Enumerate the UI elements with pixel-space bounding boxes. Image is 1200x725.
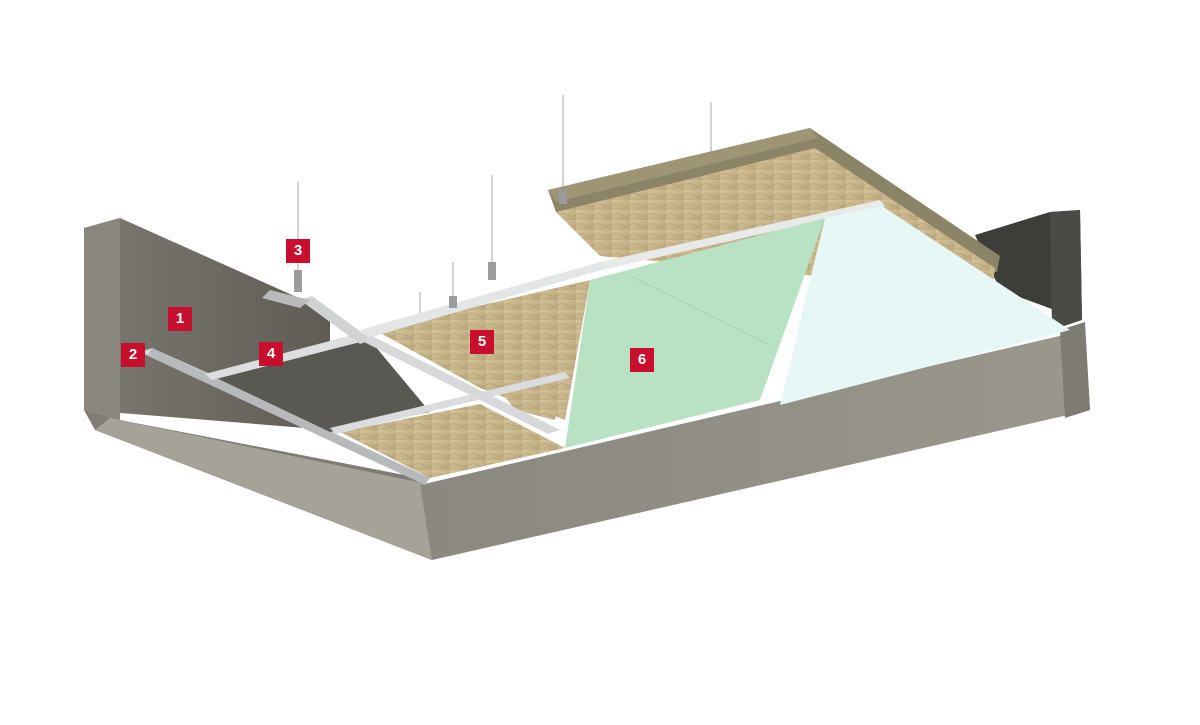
- callout-3: 3: [286, 239, 310, 263]
- callout-2: 2: [121, 343, 145, 367]
- concrete-slab-front: [420, 322, 1090, 560]
- concrete-slab-left: [84, 410, 432, 560]
- callout-4: 4: [259, 342, 283, 366]
- suspension-grid: [205, 200, 885, 478]
- edge-profile: [140, 348, 430, 485]
- rear-wall-right: [975, 210, 1082, 330]
- gypsum-boards: [565, 206, 1070, 448]
- callout-1: 1: [168, 307, 192, 331]
- hanger-clips: [294, 190, 567, 308]
- callout-5: 5: [470, 330, 494, 354]
- callout-6: 6: [630, 348, 654, 372]
